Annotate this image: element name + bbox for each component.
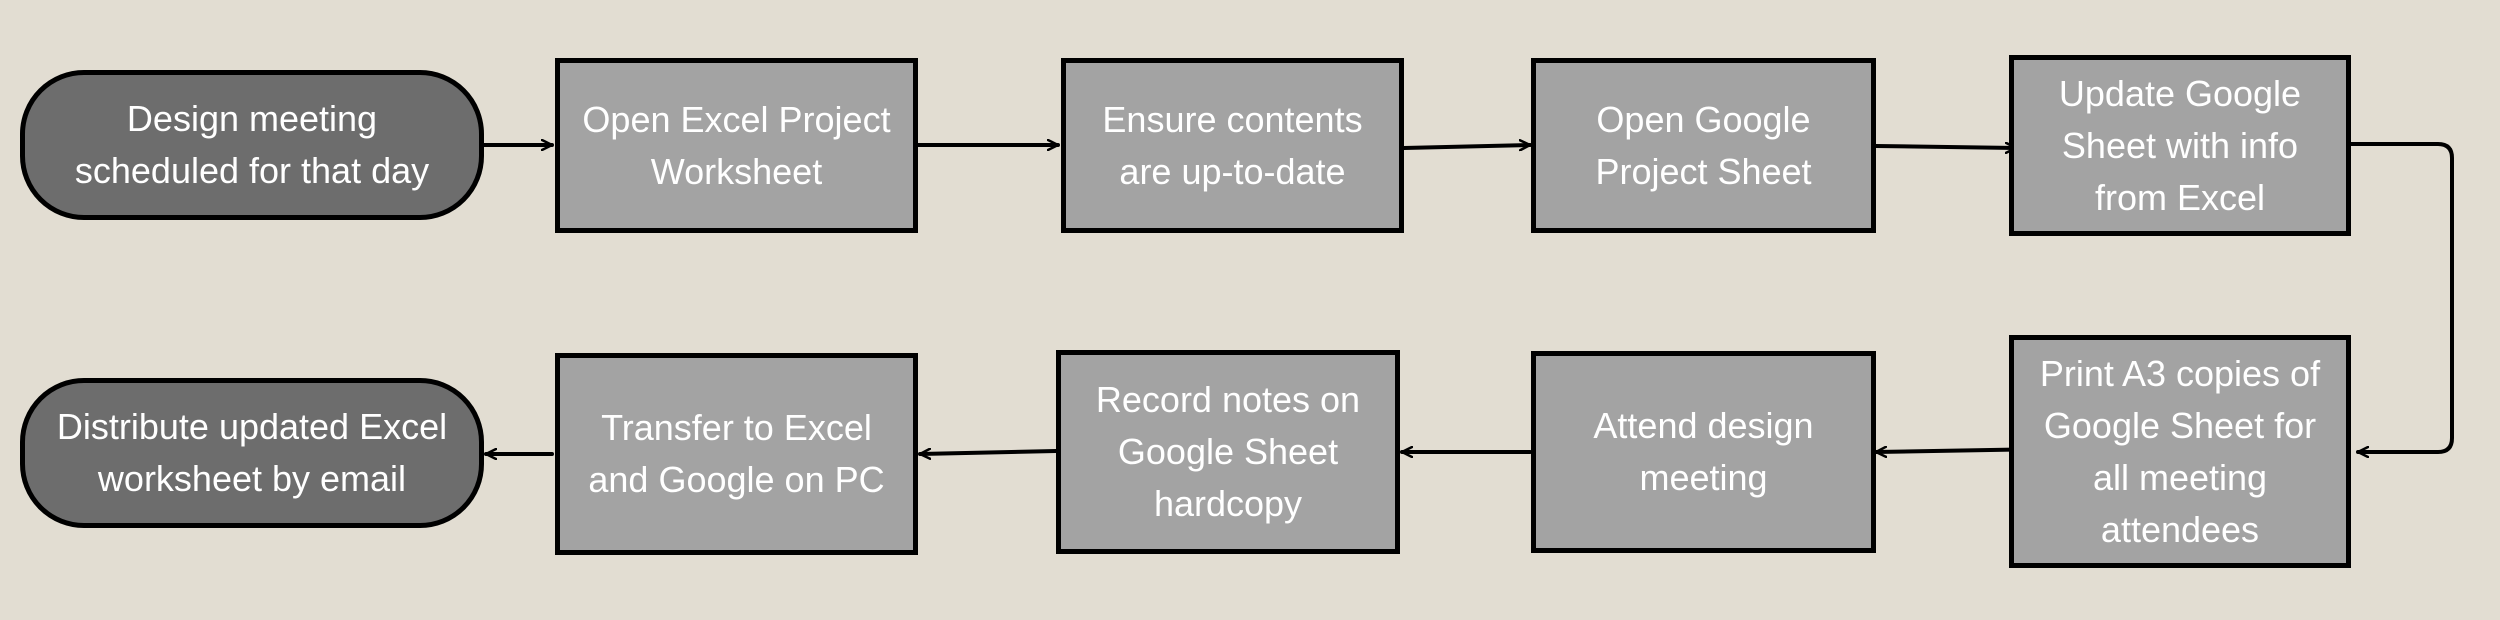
flow-step-print-copies: Print A3 copies of Google Sheet for all me… (2009, 335, 2351, 568)
node-text-line: Google Sheet for (2043, 404, 2317, 446)
node-text-line: Distribute updated Excel (56, 406, 448, 447)
node-text-line: Ensure contents (1102, 98, 1363, 140)
node-text-line: Transfer to Excel (601, 407, 872, 448)
node-text-line: attendees (2100, 508, 2260, 550)
flow-step-transfer: Transfer to Excel and Google on PC (555, 353, 918, 555)
node-text-line: Project Sheet (1595, 150, 1812, 192)
node-text-line: Google Sheet (1117, 431, 1339, 472)
arrow-record-notes-to-transfer (918, 451, 1058, 454)
node-text-line: Attend design (1593, 405, 1814, 446)
node-text-line: Print A3 copies of (2039, 352, 2321, 394)
node-text-line: meeting (1639, 457, 1768, 498)
node-text-line: Worksheet (650, 150, 823, 192)
flow-step-record-notes: Record notes on Google Sheet hardcopy (1056, 350, 1400, 554)
node-text-line: are up-to-date (1119, 150, 1346, 192)
node-text-line: scheduled for that day (74, 150, 430, 191)
arrow-ensure-contents-to-open-google (1402, 145, 1532, 148)
node-text-line: Update Google (2058, 72, 2302, 114)
node-text-line: Open Google (1596, 98, 1811, 140)
flow-end-terminal: Distribute updated Excel worksheet by ema… (20, 378, 484, 528)
node-text-line: and Google on PC (588, 459, 885, 500)
node-text-line: Open Excel Project (582, 98, 891, 140)
flow-start-terminal: Design meeting scheduled for that day (20, 70, 484, 220)
node-text-line: from Excel (2094, 176, 2266, 218)
node-text-line: Sheet with info (2061, 124, 2299, 166)
node-text-line: Design meeting (126, 98, 378, 139)
node-text-line: Record notes on (1095, 379, 1361, 420)
node-text-line: hardcopy (1153, 483, 1303, 524)
flow-step-attend-meeting: Attend design meeting (1531, 351, 1876, 553)
arrow-open-google-to-update-google (1874, 146, 2018, 148)
arrow-update-google-to-print-copies (2346, 142, 2454, 452)
flow-step-ensure-contents: Ensure contents are up-to-date (1061, 58, 1404, 233)
node-text-line: all meeting (2092, 456, 2268, 498)
node-text-line: worksheet by email (97, 458, 407, 499)
